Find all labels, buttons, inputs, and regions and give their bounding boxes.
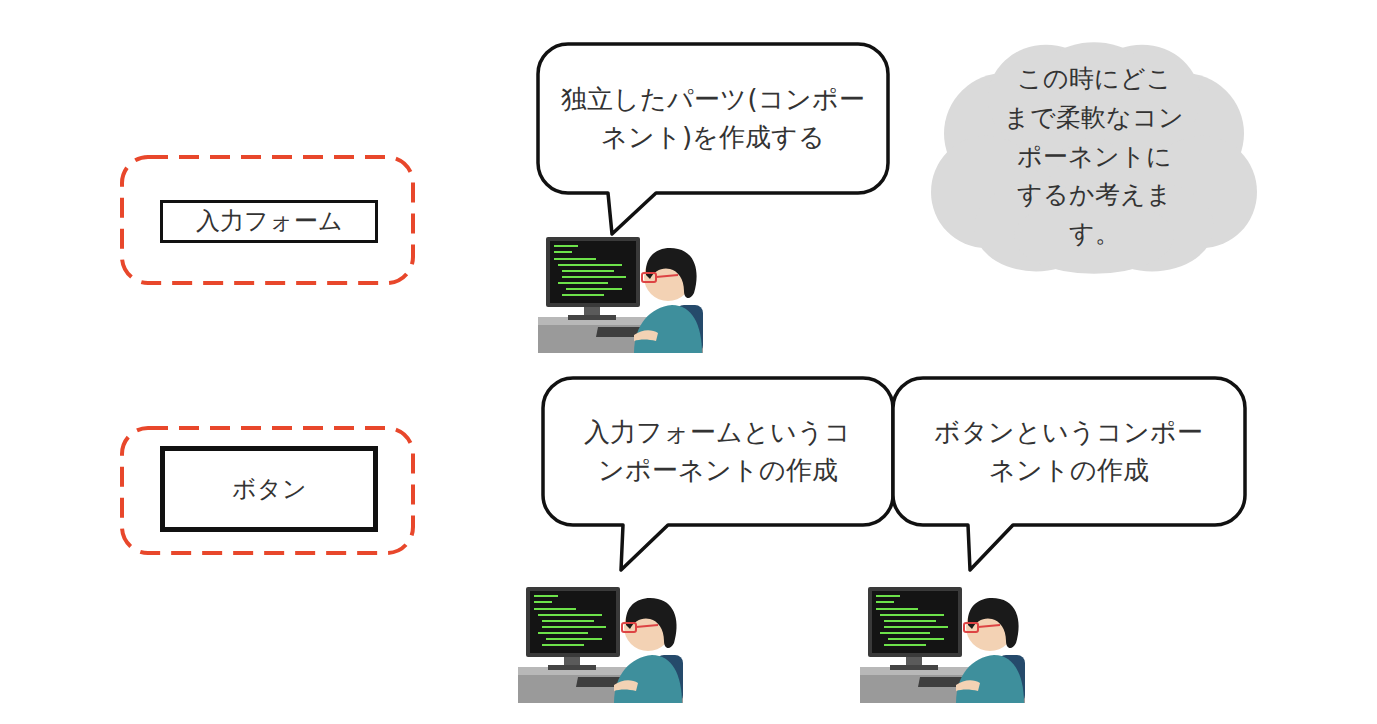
node-label: ボタン (232, 475, 307, 504)
speech-bubble: 入力フォームというコンポーネントの作成 (543, 378, 893, 525)
bubble-outline (538, 44, 888, 193)
developer-illustration (518, 587, 683, 703)
component-box: 入力フォーム (160, 200, 378, 243)
bubble-outline (543, 378, 893, 525)
developer-illustration (860, 587, 1025, 703)
speech-bubble: 独立したパーツ(コンポーネント)を作成する (538, 44, 888, 193)
group-dashed-outline (122, 428, 413, 553)
group-dashed-outline (122, 157, 413, 283)
node-label: ボタンというコンポーネントの作成 (922, 414, 1216, 489)
bubble-shape (538, 44, 888, 234)
bubble-shape (543, 378, 893, 570)
bubble-outline (893, 378, 1245, 525)
node-label: 入力フォームというコンポーネントの作成 (571, 414, 865, 489)
node-label: 入力フォーム (196, 207, 343, 236)
node-label: 独立したパーツ(コンポーネント)を作成する (556, 81, 871, 156)
speech-bubble: ボタンというコンポーネントの作成 (893, 378, 1245, 525)
bubble-shape (893, 378, 1245, 570)
node-label: この時にどこまで柔軟なコンポーネントにするか考えます。 (1004, 60, 1184, 254)
component-box: ボタン (160, 446, 378, 532)
thought-cloud: この時にどこまで柔軟なコンポーネントにするか考えます。 (926, 40, 1262, 274)
developer-illustration (538, 237, 703, 353)
